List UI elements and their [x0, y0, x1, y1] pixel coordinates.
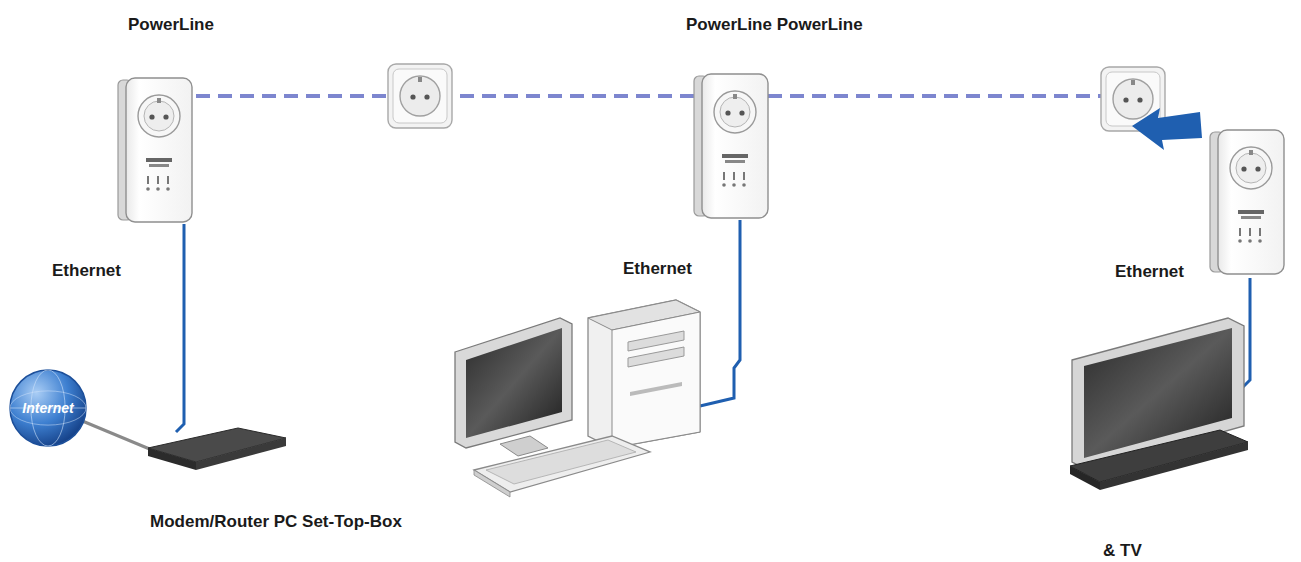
device-caption: Modem/Router PC Set-Top-Box [150, 512, 402, 532]
node-label: Internet [8, 399, 88, 417]
cable-label: Ethernet [623, 259, 692, 279]
powerline-link [196, 94, 1112, 98]
pc [455, 300, 700, 497]
ethernet-cable [176, 224, 184, 432]
device-caption: & TV [1103, 541, 1142, 561]
powerline-adapter [118, 78, 192, 222]
ethernet-cable [700, 220, 740, 406]
plug-in-arrow [1132, 108, 1202, 150]
device-label: PowerLine PowerLine [686, 15, 863, 35]
powerline-adapter [1210, 130, 1284, 274]
cable-label: Ethernet [52, 261, 121, 281]
internet-globe: Internet [8, 368, 88, 448]
wall-socket [388, 64, 452, 128]
cable-label: Ethernet [1115, 262, 1184, 282]
device-label: PowerLine [128, 15, 214, 35]
modem-router [148, 428, 286, 470]
powerline-adapter [694, 74, 768, 218]
tv-set-top-box [1070, 318, 1248, 490]
internet-line [80, 420, 152, 450]
